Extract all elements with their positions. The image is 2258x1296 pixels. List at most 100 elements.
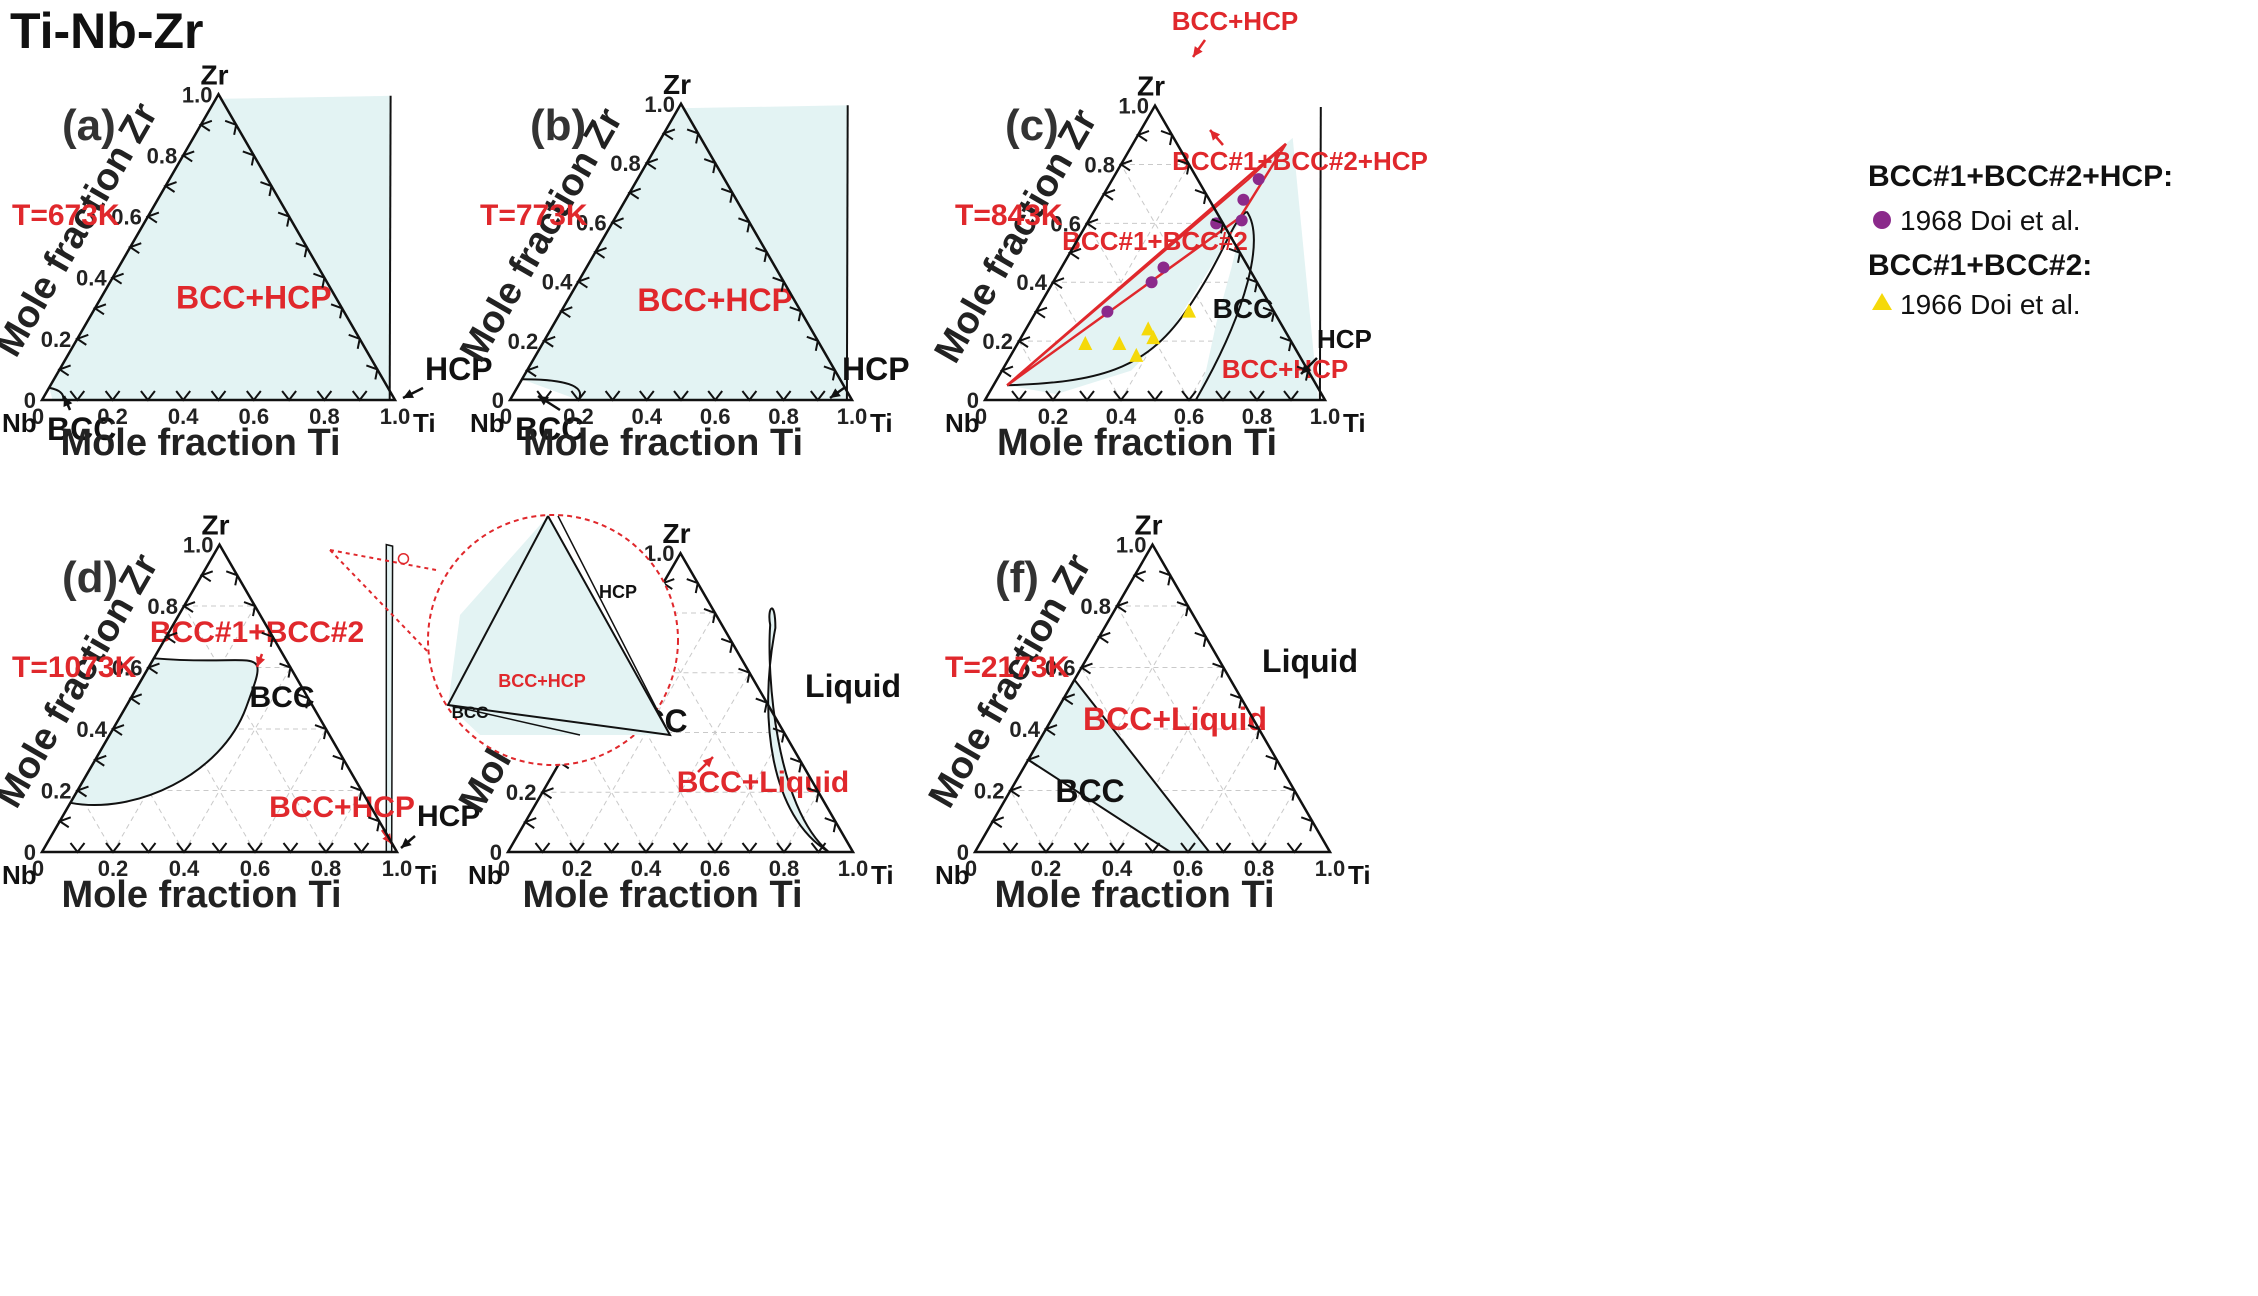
tick [104,390,121,402]
gridline [77,790,114,853]
region-label-liquid: Liquid [1262,643,1358,679]
vertex-ti-label: Ti [870,408,893,438]
vertex-zr-label: Zr [1135,510,1163,541]
arrow-head [830,388,841,398]
tick [110,724,125,736]
left-tick-label: 0.8 [147,143,178,168]
tick [1008,785,1022,798]
tick [224,119,238,136]
tick [1135,130,1150,142]
x-axis-title: Mole fraction Ti [997,422,1277,464]
bcc-hcp-region [49,95,391,401]
bcc-label: BCC [47,411,116,447]
bottom-tick-label: 0.6 [700,404,731,429]
tick [738,667,751,683]
gridline [183,605,327,853]
arrow-head [1193,46,1203,57]
tick [1279,336,1293,352]
bottom-tick-label: 0.4 [632,404,663,429]
left-tick-label: 1.0 [644,92,675,117]
tick [1180,842,1196,854]
panel-f: LiquidBCC+LiquidBCC000.20.20.40.40.60.60… [921,510,1371,916]
tick [1283,390,1299,402]
tick [627,187,642,200]
tick [277,211,291,227]
tick [1251,842,1267,854]
tick [1033,306,1048,319]
tick [1113,390,1129,402]
tick [686,128,700,144]
tick [296,693,310,709]
x-axis-title: Mole fraction Ti [61,874,341,916]
region-label-bcc-liquid: BCC+Liquid [677,766,850,799]
purple-marker [1157,261,1170,274]
tick [810,842,827,854]
tick-labels: 000.20.20.40.40.60.60.80.81.01.0 [24,82,411,429]
purple-marker [1252,173,1265,186]
tick-labels: 000.20.20.40.40.60.60.80.81.01.0 [492,92,868,429]
tick [593,246,607,259]
tick [1160,130,1174,146]
tick [1215,842,1232,854]
tick [1144,842,1161,854]
tick [242,150,255,166]
panel-label: (f) [995,553,1039,602]
purple-marker [1101,305,1114,318]
bottom-tick-label: 0.6 [1173,856,1204,881]
tick [707,390,723,402]
tick [524,365,539,378]
tick [707,842,723,854]
bottom-tick-label: 1.0 [1315,856,1346,881]
tick [610,217,624,230]
legend-purple-marker [1873,211,1891,229]
tick [703,608,717,624]
tick [225,570,239,586]
tick [686,578,699,594]
tick [261,631,274,647]
tick [1147,390,1163,402]
tick [559,306,573,318]
bottom-tick-label: 0.2 [563,404,594,429]
tick [1229,693,1243,709]
region-label-bcc-liquid: BCC+Liquid [1083,701,1267,737]
tick-marks [57,570,381,854]
tick [772,276,785,292]
gridline [1258,790,1295,853]
tick [1061,693,1076,706]
purple-marker [1145,276,1158,289]
vertex-ti-label: Ti [1348,860,1371,890]
tick [806,335,819,351]
arrow-head [401,837,412,848]
region-label-bcc-hcp-top: BCC+HCP [1172,6,1298,36]
tick [176,842,192,854]
left-tick-label: 0.8 [1080,594,1111,619]
tick [720,187,734,203]
gridline [645,672,750,853]
legend-group1-entry: 1968 Doi et al. [1900,205,2081,236]
bcc-hcp-boundary [1194,210,1255,401]
inset-hcp-line [557,515,671,736]
zoom-connector [329,549,437,571]
panel-c: BCC+HCPBCC#1+BCC#2+HCPBCC#1+BCC#2BCCBCC+… [927,6,1428,464]
vertex-ti-label: Ti [871,860,894,890]
left-tick-label: 1.0 [1116,533,1147,558]
tick [69,842,86,854]
tick [351,390,368,402]
tick [163,181,177,193]
bottom-tick-label: 0 [32,404,44,429]
tick [1084,218,1099,231]
bottom-tick-label: 0.8 [1244,856,1275,881]
region-label-bcc-hcp: BCC+HCP [269,791,415,824]
hcp-boundary [1318,106,1322,401]
bottom-tick-label: 0.6 [240,856,271,881]
tick [140,390,156,402]
vertex-nb-label: Nb [945,408,980,438]
bottom-tick-label: 0 [500,404,512,429]
bottom-tick-label: 0.4 [1102,856,1133,881]
left-tick-label: 0.2 [508,329,539,354]
hcp-boundary [388,95,392,401]
bottom-tick-label: 0.4 [169,856,200,881]
tick [523,817,537,829]
bottom-tick-label: 0.4 [168,404,199,429]
